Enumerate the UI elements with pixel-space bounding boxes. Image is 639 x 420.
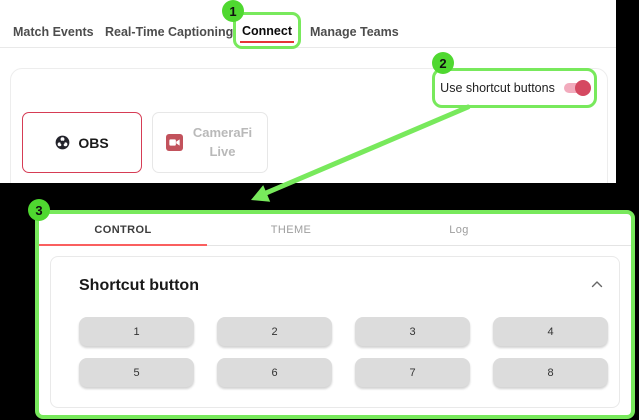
camerafi-source-button[interactable]: CameraFi Live	[152, 112, 268, 173]
active-tab-underline	[240, 41, 294, 43]
top-nav: Match Events Real-Time Captioning Manage…	[0, 0, 616, 49]
tab-realtime-captioning[interactable]: Real-Time Captioning	[105, 25, 234, 39]
tab-theme[interactable]: THEME	[270, 223, 312, 236]
shortcut-toggle-label: Use shortcut buttons	[440, 81, 555, 95]
step-badge-1: 1	[222, 0, 244, 22]
shortcut-button-4[interactable]: 4	[493, 317, 608, 346]
shortcut-button-3[interactable]: 3	[355, 317, 470, 346]
shortcut-button-7[interactable]: 7	[355, 358, 470, 387]
active-tab-indicator	[39, 243, 207, 246]
shortcut-button-5[interactable]: 5	[79, 358, 194, 387]
annotation-box-step1: Connect	[233, 12, 301, 49]
tab-manage-teams[interactable]: Manage Teams	[310, 25, 399, 39]
shortcut-toggle-switch[interactable]	[563, 80, 591, 96]
step-badge-2: 2	[432, 52, 454, 74]
annotation-box-step2: Use shortcut buttons	[432, 68, 597, 108]
chevron-up-icon[interactable]	[591, 280, 603, 288]
shortcut-button-8[interactable]: 8	[493, 358, 608, 387]
shortcut-button-section: Shortcut button 1 2 3 4 5 6 7 8	[50, 256, 620, 408]
tab-match-events[interactable]: Match Events	[13, 25, 94, 39]
tab-log[interactable]: Log	[449, 223, 469, 236]
tab-connect[interactable]: Connect	[242, 23, 292, 38]
step-badge-3: 3	[28, 199, 50, 221]
section-header: Shortcut button	[51, 257, 619, 295]
section-title: Shortcut button	[79, 277, 199, 294]
obs-source-button[interactable]: OBS	[22, 112, 142, 173]
shortcut-button-2[interactable]: 2	[217, 317, 332, 346]
shortcut-button-grid: 1 2 3 4 5 6 7 8	[51, 317, 619, 387]
camerafi-label: CameraFi Live	[192, 124, 253, 159]
annotation-box-step3: CONTROL THEME Log Shortcut button 1 2 3 …	[35, 210, 635, 419]
obs-logo-icon	[55, 135, 70, 150]
tab-control[interactable]: CONTROL	[94, 223, 152, 236]
shortcut-button-1[interactable]: 1	[79, 317, 194, 346]
camerafi-logo-icon	[165, 134, 183, 151]
shortcut-button-6[interactable]: 6	[217, 358, 332, 387]
connect-page-screenshot: Match Events Real-Time Captioning Manage…	[0, 0, 616, 183]
toggle-knob	[574, 80, 591, 96]
obs-label: OBS	[78, 134, 109, 151]
panel-tab-bar: CONTROL THEME Log	[39, 214, 631, 246]
